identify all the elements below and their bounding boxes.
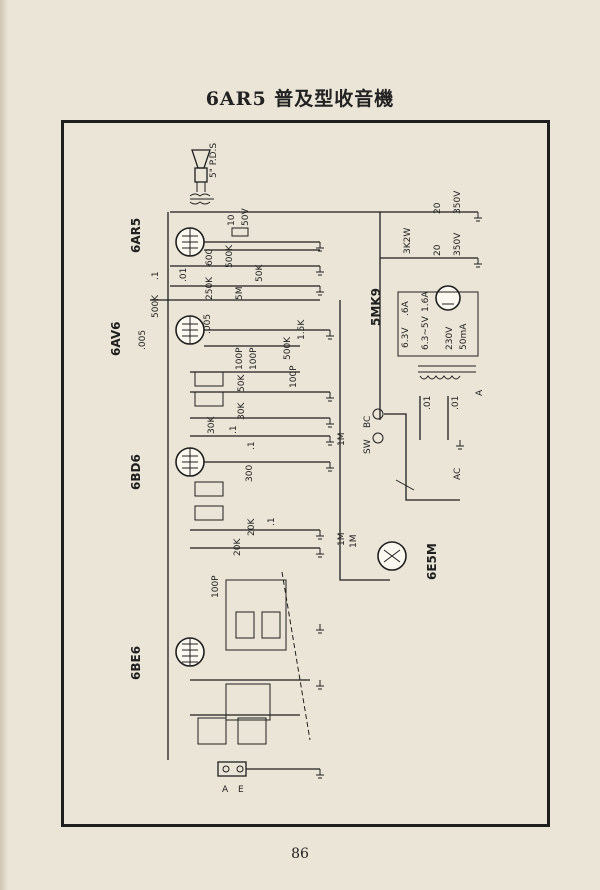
label-01-a: .01 [179,268,189,282]
resistor-600 [231,227,249,237]
rf-coil [197,717,227,745]
output-transformer [189,193,214,205]
power-transformer-windings [397,291,479,357]
label-50ma: 50mA [459,323,469,350]
label-50v: 50V [241,208,251,226]
label-5m: 5M [235,287,245,301]
label-antenna-a: A [222,785,229,795]
label-20-a: 20 [433,202,443,214]
label-antenna-e: E [238,785,244,795]
label-ac: AC [453,468,463,480]
label-bc: BC [363,416,373,428]
label-1m-b: 1M [337,533,347,547]
tube-label-5mk9: 5MK9 [369,288,383,326]
variable-capacitor-gang [225,579,287,651]
label-230v: 230V [445,326,455,350]
osc-coil [235,611,255,639]
label-1m-a: 1M [337,433,347,447]
tube-label-6av6: 6AV6 [109,322,123,356]
tube-label-6e5m: 6E5M [425,543,439,580]
if-transformer-2b [194,505,224,521]
osc-coil-b [261,611,281,639]
ground-symbols [316,212,482,779]
speaker-icon [191,149,211,192]
page-title: 6AR5 普及型收音機 [205,88,395,110]
label-1-6a: 1.6A [421,291,431,312]
label-100p-a: 100P [235,347,245,370]
label-01-c: .01 [451,396,461,410]
label-500k-a: 500K [225,244,235,268]
label-350v-a: 350V [453,190,463,214]
label-100p-d: 100P [211,575,221,598]
label-50k-a: 50K [255,264,265,282]
label-20k-a: 20K [247,518,257,536]
label-005-b: .005 [203,314,213,334]
label-20k-b: 20K [233,538,243,556]
if-transformer-1 [194,371,224,387]
label-1-b: .1 [229,425,239,434]
label-500k-b: 500K [283,336,293,360]
tube-label-6ar5: 6AR5 [129,218,143,253]
label-c10: 10 [227,214,237,226]
antenna-coil [225,683,271,721]
label-350v-b: 350V [453,232,463,256]
power-transformer-core [418,365,476,380]
label-3k2w: 3K2W [403,228,413,254]
label-1-c: .1 [247,441,257,450]
label-6a: .6A [401,300,411,316]
label-sw: SW [363,439,373,454]
label-mark-a: A [475,389,485,396]
sw-switch-contact [372,432,384,444]
bc-switch-contact [372,408,384,420]
label-6-3-5v: 6.3~5V [421,315,431,350]
label-600: 600 [205,249,215,266]
label-1m-c: 1M [349,535,359,549]
page-number: 86 [291,846,309,862]
label-250k: 250K [205,276,215,300]
tube-label-6bd6: 6BD6 [129,454,143,490]
tube-5mk9 [435,285,461,311]
label-50k-b: 50K [237,374,247,392]
label-100p-b: 100P [249,347,259,370]
label-01-b: .01 [423,396,433,410]
if-transformer-1b [194,391,224,407]
page-binding-edge [0,0,8,890]
label-20-b: 20 [433,244,443,256]
label-1-d: .1 [267,517,277,526]
rf-coil-b [237,717,267,745]
label-30k-a: 30K [237,402,247,420]
speaker-label: 5" P.D.S [209,143,219,178]
label-1-5k: 1.5K [297,319,307,340]
label-30k-b: 30K [207,416,217,434]
tube-label-6be6: 6BE6 [129,646,143,680]
label-500k-vol: 500K [151,294,161,318]
if-transformer-2 [194,481,224,497]
label-100p-c: 100P [289,365,299,388]
antenna-terminal-block [217,761,247,777]
schematic-frame [61,120,550,827]
label-6-3v: 6.3V [401,327,411,348]
label-005-a: .005 [138,330,148,350]
label-1-a: .1 [151,271,161,280]
label-300: 300 [245,465,255,482]
